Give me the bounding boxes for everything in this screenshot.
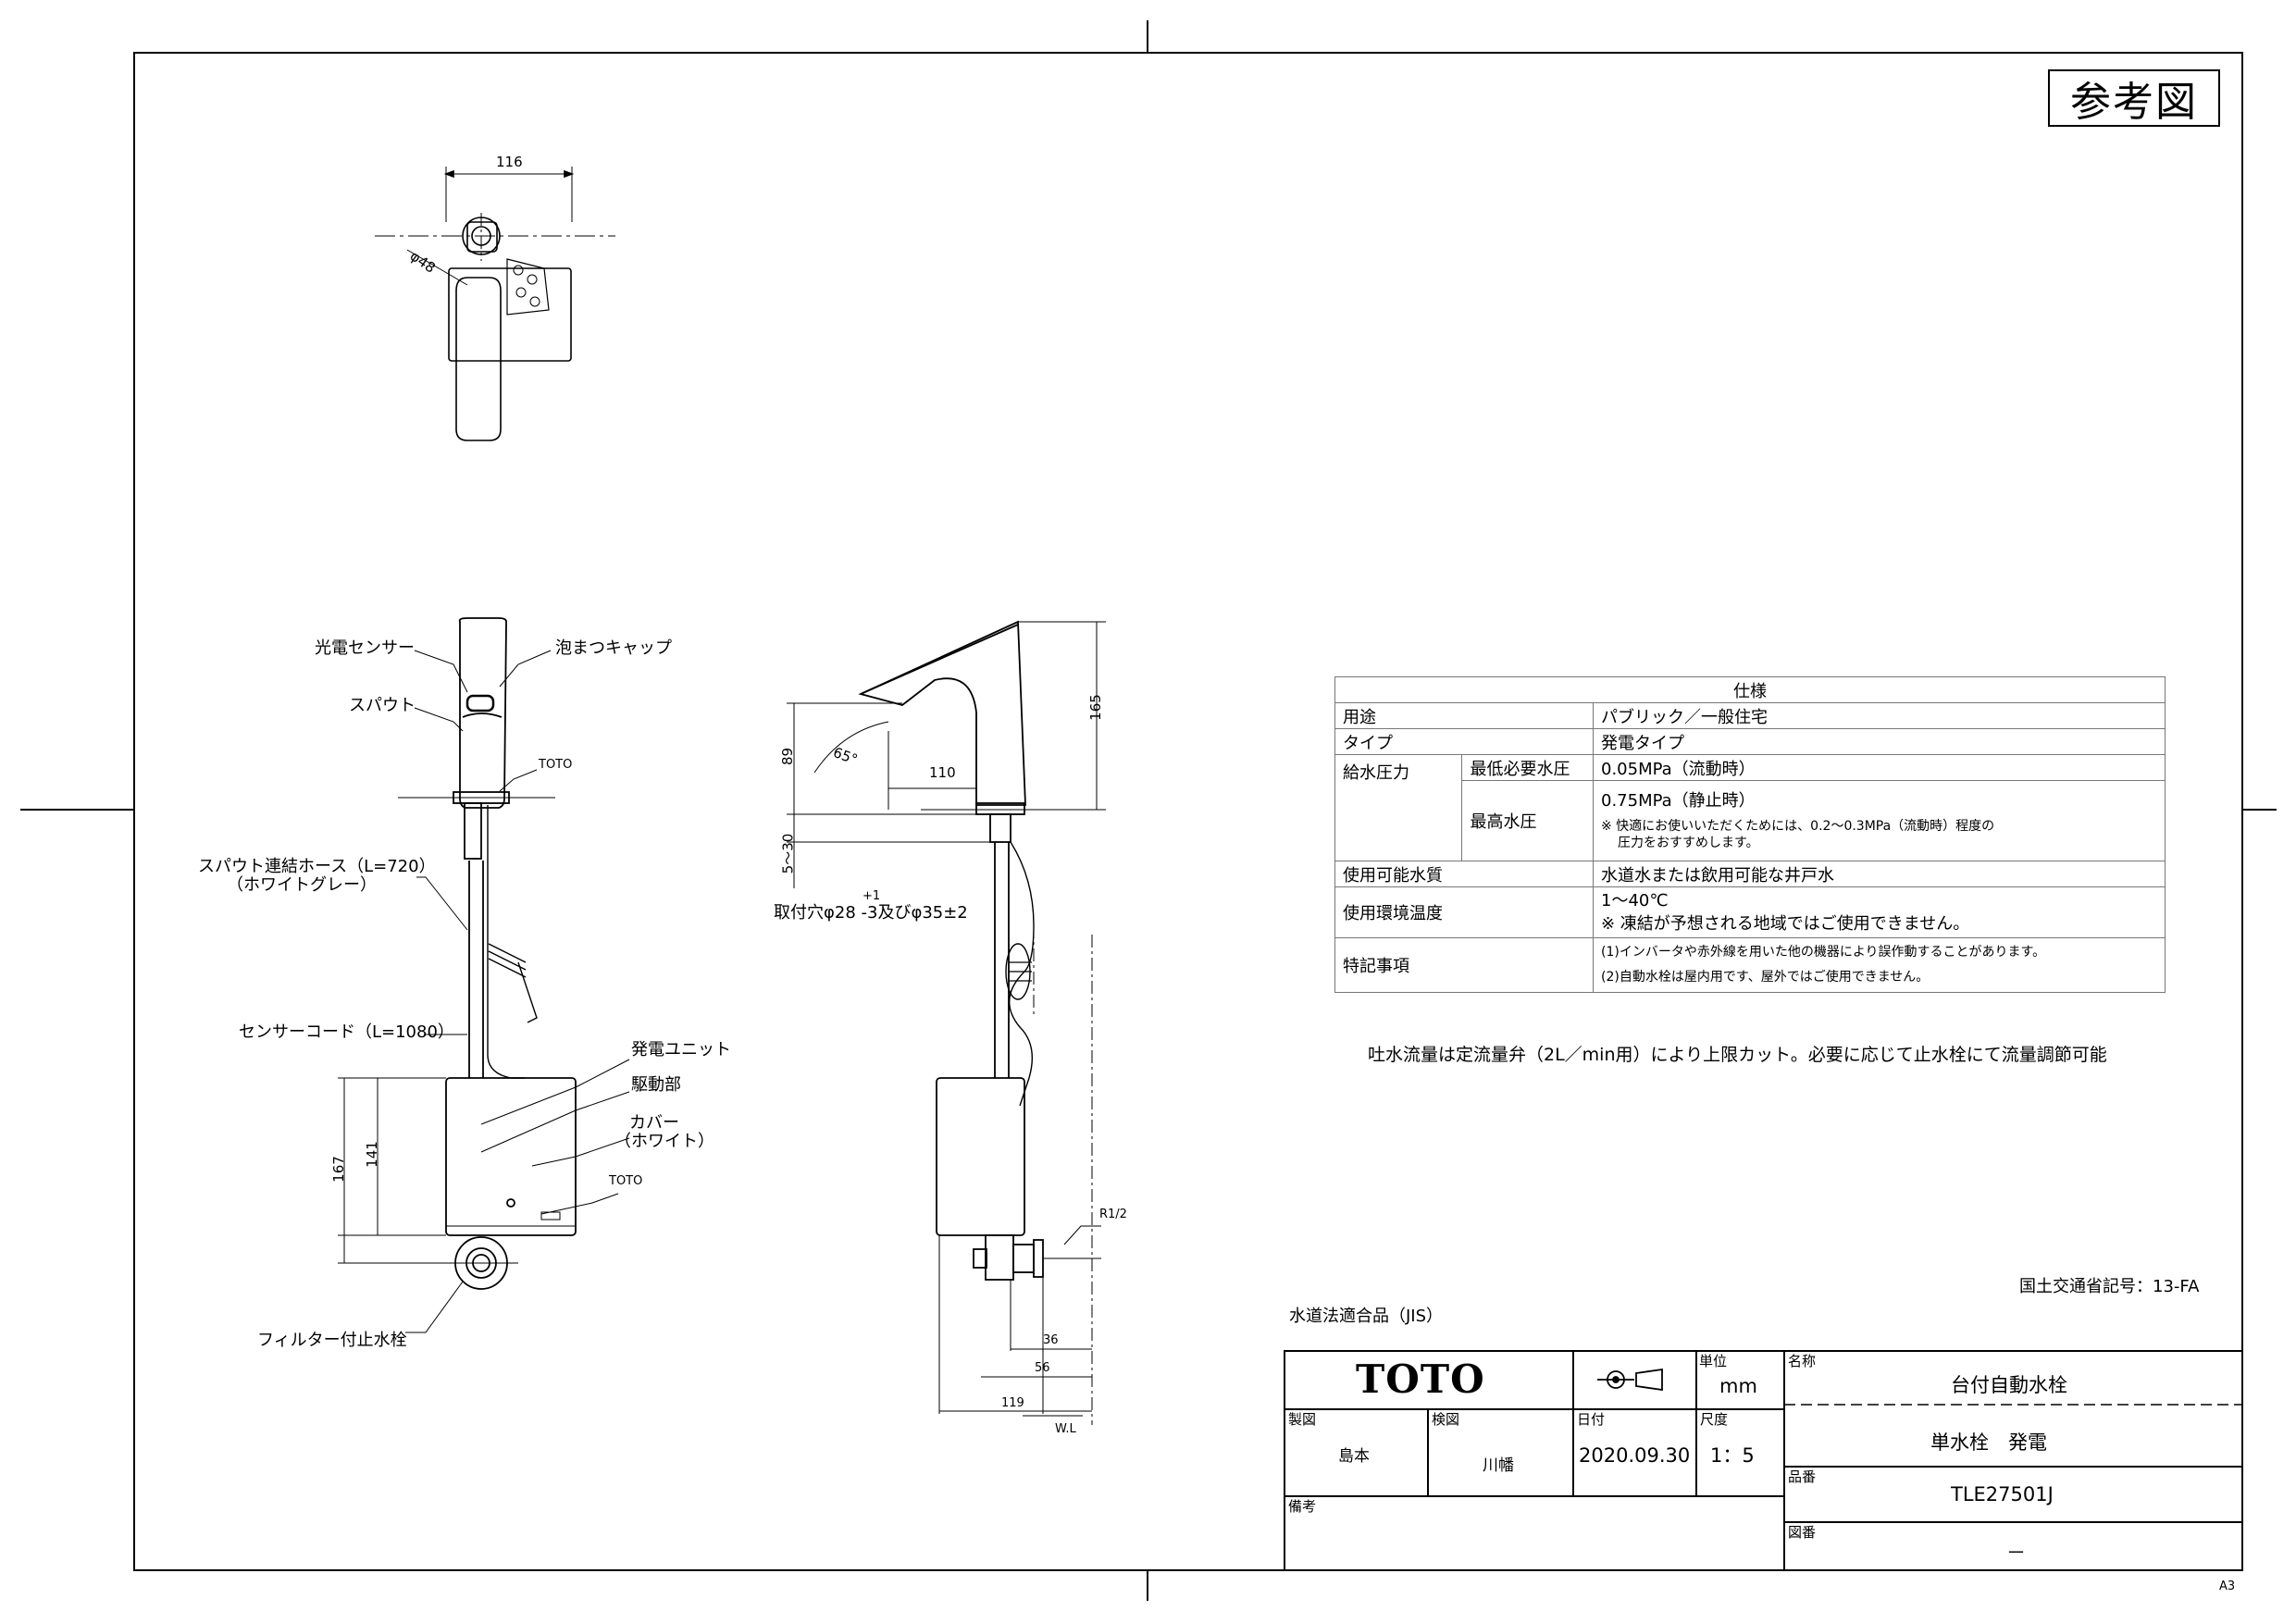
top-view [375,167,615,441]
reference-drawing-mark: 参考図 [2048,69,2220,127]
label-cover: カバー [629,1113,679,1133]
dim-56: 56 [1035,1361,1050,1375]
dim-89: 89 [779,747,797,766]
dim-5-30: 5～30 [779,833,797,874]
label-toto-upper: TOTO [539,758,573,772]
label-photo-sensor: 光電センサー [315,638,415,658]
label-toto-lower: TOTO [609,1174,643,1188]
spec-value-temperature: 1～40℃ [1601,890,1669,911]
dim-36: 36 [1043,1333,1059,1347]
mount-hole-spec: 取付穴φ28 -3及びφ35±2 [774,903,968,923]
jis-note: 水道法適合品（JIS） [1289,1307,1444,1326]
name-value-1: 台付自動水栓 [1951,1374,2067,1396]
spec-table: 仕様 用途 パブリック／一般住宅 タイプ 発電タイプ 給水圧力 最低必要水圧 0… [1334,676,2166,993]
front-view [338,617,630,1333]
spec-label-min-pressure: 最低必要水圧 [1461,754,1594,781]
label-foam-cap: 泡まつキャップ [555,638,672,658]
drawing-no-value: － [2006,1542,2026,1564]
spec-value-max-pressure: 0.75MPa（静止時） [1601,791,1756,812]
label-spout-hose: スパウト連結ホース（L=720） [198,857,436,876]
faucet-symbol-icon [1597,1368,1663,1392]
spec-label-type: タイプ [1334,728,1594,755]
scale-value: 1：5 [1710,1444,1755,1467]
spec-label-special: 特記事項 [1334,937,1594,993]
part-label: 品番 [1788,1468,1817,1485]
spec-label-water-quality: 使用可能水質 [1334,861,1594,887]
spec-note-special-1: (1)インバータや赤外線を用いた他の機器により誤作動することがあります。 [1601,945,2046,960]
mlit-code: 国土交通省記号：13-FA [2019,1277,2200,1296]
name-label: 名称 [1788,1353,1817,1369]
remarks-label: 備考 [1288,1498,1317,1515]
spec-header: 仕様 [1334,676,2166,703]
drawing-no-label: 図番 [1788,1524,1817,1541]
spec-note-special-2: (2)自動水栓は屋内用です、屋外ではご使用できません。 [1601,970,1930,985]
dim-141: 141 [363,1141,380,1168]
spec-note-pressure-b: 圧力をおすすめします。 [1618,835,1759,850]
date-value: 2020.09.30 [1579,1444,1691,1467]
spec-note-pressure-a: ※ 快適にお使いいただくためには、0.2～0.3MPa（流動時）程度の [1601,818,1995,834]
toto-logo: TOTO [1356,1357,1485,1402]
dim-width-116: 116 [496,154,523,170]
label-drive-part: 駆動部 [631,1075,681,1095]
date-label: 日付 [1577,1411,1606,1428]
water-level-mark: W.L [1055,1422,1076,1436]
spec-value-type: 発電タイプ [1593,728,2166,755]
checked-label: 検図 [1432,1411,1460,1428]
mount-hole-tolerance: +1 [863,889,881,903]
label-sensor-cord: センサーコード（L=1080） [239,1022,454,1042]
spec-value-min-pressure: 0.05MPa（流動時） [1593,754,2166,781]
title-block-lines [1284,1350,2243,1571]
scale-label: 尺度 [1700,1411,1729,1428]
side-view [787,620,1106,1425]
spec-value-usage: パブリック／一般住宅 [1593,702,2166,729]
dim-119: 119 [1001,1396,1024,1410]
label-spout: スパウト [349,696,416,715]
label-generator-unit: 発電ユニット [631,1040,731,1059]
drawing-frame [133,52,2243,1571]
part-value: TLE27501J [1951,1483,2054,1505]
drawn-value: 島本 [1338,1447,1370,1466]
label-filter-valve: フィルター付止水栓 [257,1331,407,1350]
spec-note-temperature: ※ 凍結が予想される地域ではご使用できません。 [1601,914,1970,934]
checked-value: 川幡 [1483,1456,1514,1475]
name-value-2: 単水栓 発電 [1930,1431,2047,1454]
spec-label-max-pressure: 最高水圧 [1461,780,1594,861]
paper-size: A3 [2219,1580,2236,1593]
thread-r12: R1/2 [1099,1208,1127,1221]
dim-167: 167 [329,1156,347,1183]
label-spout-hose-color: （ホワイトグレー） [227,875,377,895]
dim-110: 110 [929,764,956,781]
label-cover-color: （ホワイト） [614,1132,714,1151]
spec-value-water-quality: 水道水または飲用可能な井戸水 [1593,861,2166,887]
unit-label: 単位 [1699,1353,1728,1369]
spec-label-temperature: 使用環境温度 [1334,886,1594,938]
spec-label-pressure: 給水圧力 [1334,754,1463,861]
drawn-label: 製図 [1288,1411,1317,1428]
unit-value: mm [1719,1375,1757,1397]
flow-note: 吐水流量は定流量弁（2L／min用）により上限カット。必要に応じて止水栓にて流量… [1368,1045,2107,1065]
spec-label-usage: 用途 [1334,702,1594,729]
dim-165: 165 [1086,694,1104,721]
